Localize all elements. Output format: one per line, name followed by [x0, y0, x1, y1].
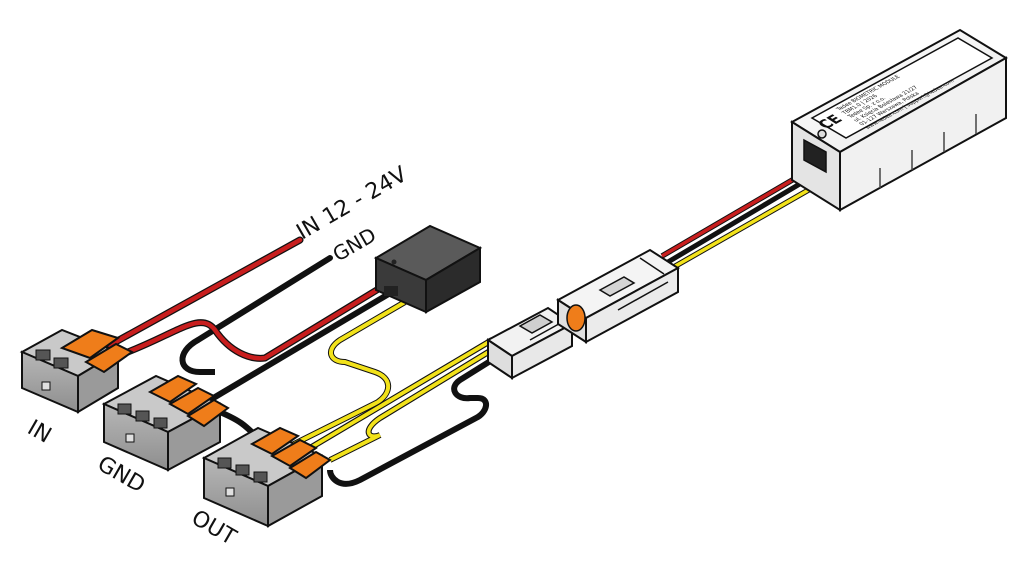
lever-clamp	[84, 342, 134, 374]
module-label-plate	[810, 37, 994, 139]
relay-block	[373, 224, 483, 314]
lever-clamp	[59, 328, 121, 360]
connector-seal	[566, 304, 586, 332]
connector-male	[486, 306, 574, 380]
lever-clamp	[147, 374, 199, 404]
terminal-in	[19, 328, 134, 414]
wires	[106, 162, 828, 487]
module-cable-black	[666, 169, 822, 265]
label-terminal-in: IN	[23, 416, 55, 449]
lever-clamp	[249, 426, 301, 456]
black-supply-wire	[195, 255, 333, 343]
ce-mark: CE	[813, 112, 846, 132]
lever-clamp	[288, 450, 332, 480]
connector-female	[556, 248, 680, 344]
label-gnd-supply: GND	[329, 223, 381, 267]
screw-icon	[817, 129, 827, 139]
terminal-out	[201, 426, 332, 528]
black-gnd-loop-wire	[179, 337, 215, 375]
biometric-module: CE Tedee BIOMETRIC MODULE TBM1.0 | 2026 …	[790, 28, 1008, 212]
black-relay-wire	[208, 289, 394, 403]
lever-clamp	[167, 386, 216, 416]
lever-clamp	[186, 398, 230, 428]
label-terminal-out: OUT	[187, 506, 241, 551]
terminal-gnd	[101, 374, 230, 472]
lever-clamp	[269, 438, 318, 468]
connector-black-wire	[327, 352, 502, 487]
